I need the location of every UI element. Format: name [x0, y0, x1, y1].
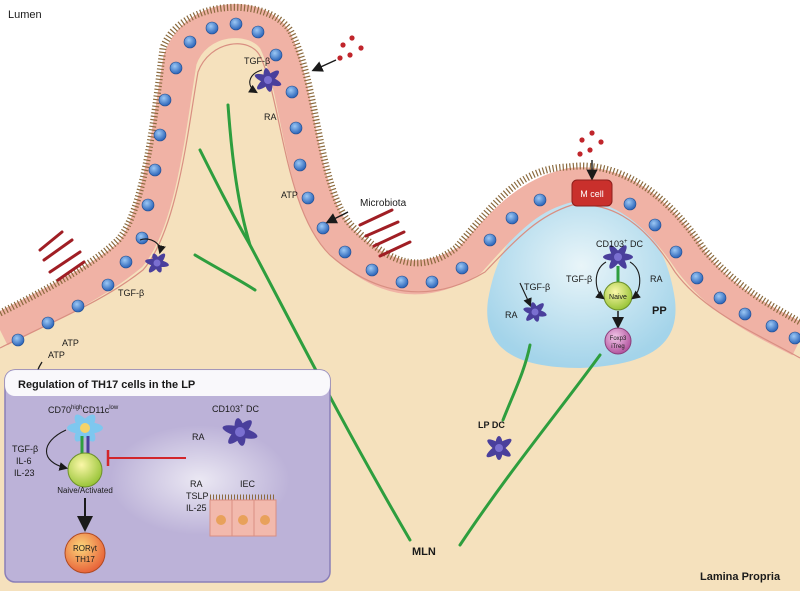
pp-left-ra-label: RA — [505, 310, 518, 320]
inset-il23-label: IL-23 — [14, 468, 35, 478]
pp-naive-label: Naive — [609, 294, 627, 301]
villus-top-ra-label: RA — [264, 112, 277, 122]
inset-cd70-label: CD70highCD11clow — [48, 405, 119, 415]
m-cell — [571, 179, 613, 207]
inset-cytokine-arrow — [46, 429, 69, 471]
inset-cd103-label: CD103+ DC — [212, 404, 260, 414]
epithelium-band — [0, 4, 800, 356]
inset-iec-label: IEC — [240, 479, 256, 489]
atp-label-2: ATP — [48, 350, 65, 360]
pp-itreg-cell — [604, 327, 632, 355]
inset-iec-cells — [209, 494, 277, 537]
pp-dc-label: CD103+ DC — [596, 239, 644, 249]
villus-left-tgf-label: TGF-β — [118, 288, 144, 298]
mln-label: MLN — [412, 546, 436, 558]
lumen-label: Lumen — [8, 9, 42, 21]
villus-left-loop-arrow — [139, 238, 166, 255]
inset-th17-label: TH17 — [75, 555, 95, 564]
pp-foxp3-label: Foxp3 — [610, 336, 627, 342]
inset-activated-dc — [67, 414, 103, 442]
pp-itreg-label: iTreg — [611, 344, 624, 350]
m-cell-label: M cell — [580, 189, 604, 199]
inset-il25-label: IL-25 — [186, 503, 207, 513]
microbiota-dots-top — [337, 35, 364, 61]
microbiota-label: Microbiota — [360, 198, 407, 209]
pp-ra-loop-arrow — [629, 261, 641, 300]
villus-top-tgf-label: TGF-β — [244, 56, 270, 66]
lumen-arrows — [311, 59, 598, 224]
inset-naive-activated-cell — [67, 452, 103, 488]
microbiota-rods-right — [358, 208, 412, 258]
inset-ra-top-label: RA — [192, 432, 205, 442]
microbiota-rods-left — [38, 230, 86, 282]
dendritic-cell-pp-center — [603, 245, 633, 269]
inset-tslp-label: TSLP — [186, 491, 209, 501]
inset-il6-label: IL-6 — [16, 456, 32, 466]
th17-regulation-inset — [4, 369, 331, 583]
pp-left-arrow — [519, 282, 532, 308]
lamina-propria-label: Lamina Propria — [700, 571, 781, 583]
microbiota-dots-mcell — [577, 130, 604, 157]
inset-title: Regulation of TH17 cells in the LP — [18, 379, 195, 391]
inset-tgf-label: TGF-β — [12, 444, 38, 454]
dendritic-cell-villus-top — [254, 68, 282, 92]
peyers-patch-dome — [487, 198, 676, 368]
dendritic-cell-villus-left — [145, 253, 169, 273]
pp-left-tgf-label: TGF-β — [524, 282, 550, 292]
atp-label-1: ATP — [62, 338, 79, 348]
inset-ra-label: RA — [190, 479, 203, 489]
inset-naive-activated-label: Naive/Activated — [57, 486, 113, 495]
dendritic-cell-lp — [486, 436, 512, 460]
pp-ra-label: RA — [650, 274, 663, 284]
pp-label: PP — [652, 305, 667, 317]
pp-tgf-loop-arrow — [595, 261, 607, 300]
inset-cd103-dc — [222, 418, 258, 446]
inset-th17-cell — [64, 532, 106, 574]
villus-top-loop-arrow — [248, 69, 263, 94]
inset-ror-label: RORγt — [73, 544, 98, 553]
dendritic-cell-pp-left — [523, 302, 547, 322]
lymphatic-vessels — [193, 103, 602, 547]
pp-center-tgf-label: TGF-β — [566, 274, 592, 284]
epithelium-inner-edge — [0, 43, 800, 359]
lp-dc-label: LP DC — [478, 420, 505, 430]
villus-atp-label: ATP — [281, 190, 298, 200]
epithelial-nuclei — [11, 17, 800, 347]
